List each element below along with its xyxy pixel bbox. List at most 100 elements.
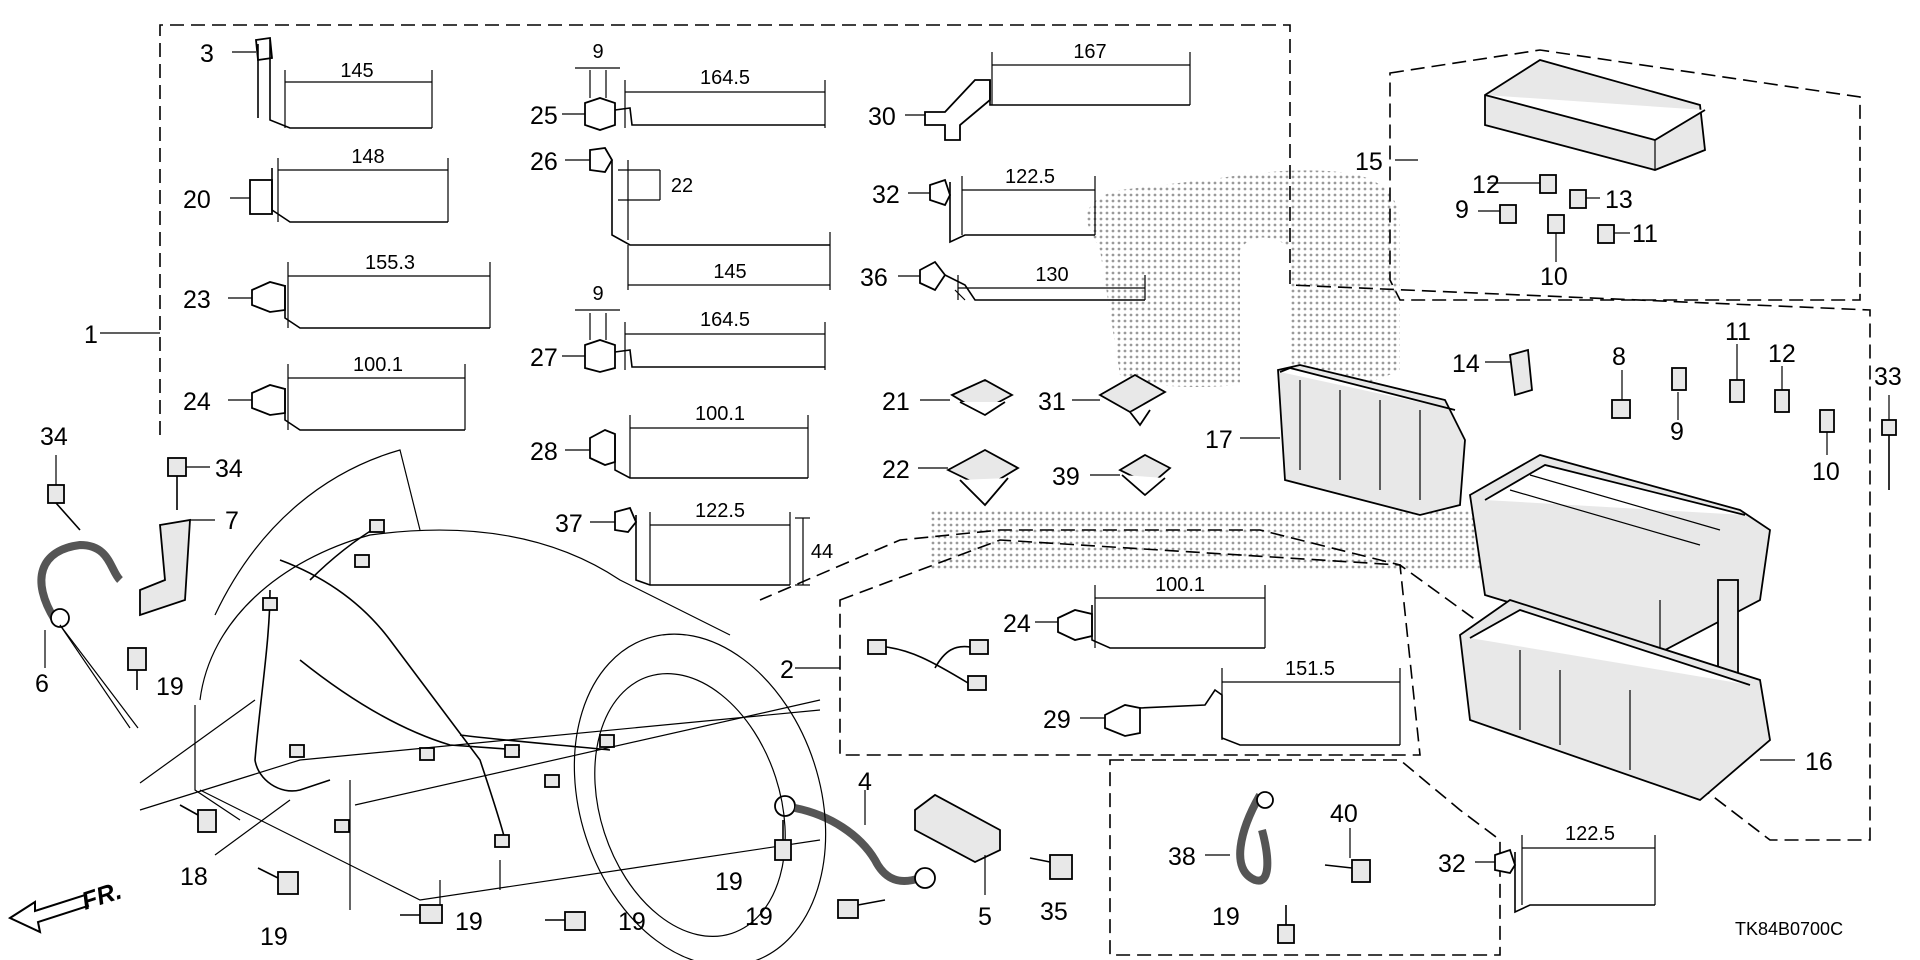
part-31-grommet [1072, 373, 1167, 427]
group-frames [159, 24, 1871, 956]
front-arrow-icon: FR. [7, 877, 125, 934]
callout-40: 40 [1330, 800, 1358, 828]
part-27-clip: 9 164.5 [562, 283, 826, 373]
callout-29: 29 [1043, 706, 1071, 734]
part-16-fuse-box-base [1459, 599, 1795, 802]
part-37-clip: 44 122.5 [590, 500, 833, 586]
part-33-bolt [1881, 395, 1897, 490]
part-29-clip: 151.5 [1080, 658, 1401, 746]
callout-15: 15 [1355, 148, 1383, 176]
part-35-bolt [1029, 854, 1073, 880]
fuses-small [1478, 174, 1630, 262]
callout-19c: 19 [455, 908, 483, 936]
dim-30: 167 [1073, 41, 1106, 63]
dim-28: 100.1 [695, 403, 745, 425]
diagram-code: TK84B0700C [1735, 919, 1843, 939]
callout-23: 23 [183, 286, 211, 314]
callout-25: 25 [530, 102, 558, 130]
dim-3: 145 [340, 60, 373, 82]
callout-19a: 19 [156, 673, 184, 701]
callout-10a: 10 [1540, 263, 1568, 291]
callout-31: 31 [1038, 388, 1066, 416]
callout-27: 27 [530, 344, 558, 372]
part-21-grommet [920, 378, 1014, 417]
callout-11b: 11 [1725, 318, 1751, 346]
callout-12b: 12 [1768, 340, 1796, 368]
part-34-bolt-a [47, 455, 81, 531]
callout-7: 7 [225, 507, 239, 535]
dim-29: 151.5 [1285, 658, 1335, 680]
callout-19f: 19 [745, 903, 773, 931]
callout-34a: 34 [40, 423, 68, 451]
engine-bay-illustration [139, 449, 827, 960]
callout-33: 33 [1874, 363, 1902, 391]
dim-27-small: 9 [592, 283, 603, 305]
part-26-clip: 22 145 [565, 147, 831, 290]
callout-9b: 9 [1670, 418, 1684, 446]
dim-24a: 100.1 [353, 354, 403, 376]
callout-21: 21 [882, 388, 910, 416]
callout-19g: 19 [1212, 903, 1240, 931]
callout-13: 13 [1605, 186, 1633, 214]
part-3-clip: 145 [232, 36, 433, 129]
callout-18: 18 [180, 863, 208, 891]
callout-24a: 24 [183, 388, 211, 416]
part-5-bracket [914, 793, 1001, 895]
dim-36: 130 [1035, 264, 1068, 286]
part-28-clip: 100.1 [565, 403, 809, 479]
callout-8: 8 [1612, 343, 1626, 371]
callout-32b: 32 [1438, 850, 1466, 878]
callout-19d: 19 [618, 908, 646, 936]
callout-4: 4 [858, 768, 872, 796]
callout-39: 39 [1052, 463, 1080, 491]
callout-14: 14 [1452, 350, 1480, 378]
part-40-bolt [1324, 828, 1371, 883]
callout-28: 28 [530, 438, 558, 466]
part-30-bracket: 167 [905, 41, 1191, 141]
dim-20: 148 [351, 146, 384, 168]
callout-24b: 24 [1003, 610, 1031, 638]
dim-24b: 100.1 [1155, 574, 1205, 596]
callout-19b: 19 [260, 923, 288, 951]
callout-labels: 1 2 3 4 5 6 7 8 9 9 10 10 11 11 12 12 13… [35, 40, 1902, 951]
part-17-relay-box [1240, 364, 1466, 516]
dim-25: 164.5 [700, 67, 750, 89]
part-2-sub-harness [795, 639, 989, 691]
callout-6: 6 [35, 670, 49, 698]
callout-1: 1 [84, 321, 98, 349]
dim-26-small: 22 [671, 175, 693, 197]
callout-22: 22 [882, 456, 910, 484]
bolts-19-18 [127, 647, 1295, 944]
callout-36: 36 [860, 264, 888, 292]
callout-3: 3 [200, 40, 214, 68]
callout-37: 37 [555, 510, 583, 538]
dim-25-small: 9 [592, 41, 603, 63]
front-arrow-label: FR. [78, 877, 125, 916]
callout-5: 5 [978, 903, 992, 931]
part-25-clip: 9 164.5 [562, 41, 826, 131]
part-39-grommet [1090, 453, 1172, 497]
callout-16: 16 [1805, 748, 1833, 776]
dim-32b: 122.5 [1565, 823, 1615, 845]
watermark-logo [930, 170, 1560, 570]
part-36-clip: 130 [898, 260, 1146, 301]
dim-23: 155.3 [365, 252, 415, 274]
callout-17: 17 [1205, 426, 1233, 454]
part-38-ground-cable [1205, 791, 1274, 885]
part-15-fuse-box-cover [1395, 59, 1706, 171]
part-4-cable [774, 790, 936, 889]
callout-10b: 10 [1812, 458, 1840, 486]
callout-32a: 32 [872, 181, 900, 209]
callout-12a: 12 [1472, 171, 1500, 199]
callout-26: 26 [530, 148, 558, 176]
part-23-clip: 155.3 [228, 252, 491, 329]
part-24-clip: 100.1 [228, 354, 466, 431]
part-24-clip-sub: 100.1 [1035, 574, 1266, 649]
part-32-clip-lower: 122.5 [1475, 823, 1656, 914]
dim-37: 122.5 [695, 500, 745, 522]
part-6-ground-cable [37, 540, 139, 729]
part-22-grommet [918, 448, 1020, 507]
dim-37-side: 44 [811, 541, 833, 563]
dim-26: 145 [713, 261, 746, 283]
